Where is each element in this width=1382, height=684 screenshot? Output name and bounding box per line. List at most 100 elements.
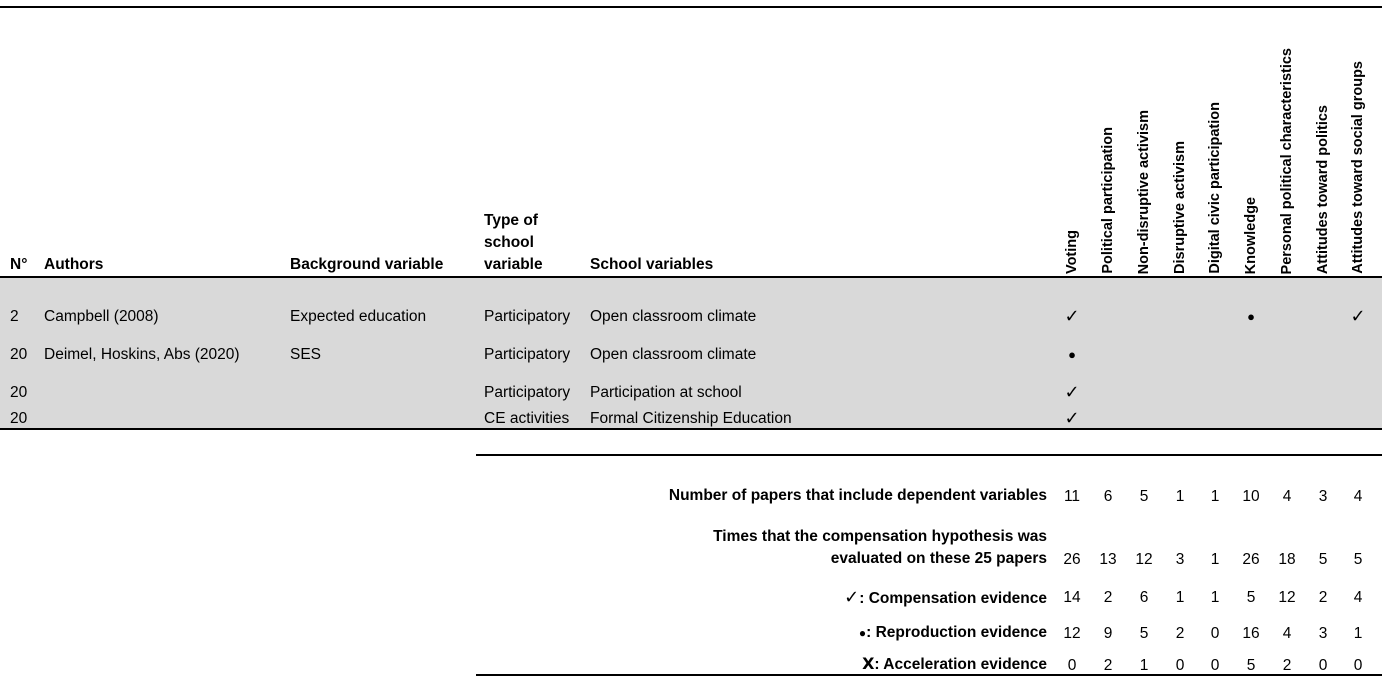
outcome-header: Knowledge bbox=[1243, 196, 1259, 274]
row-type: Participatory bbox=[484, 308, 571, 325]
summary-label-text: : Reproduction evidence bbox=[866, 624, 1047, 641]
summary-value: 5 bbox=[1353, 551, 1363, 568]
header-number: N° bbox=[10, 256, 28, 273]
summary-value: 11 bbox=[1063, 488, 1081, 505]
summary-value: 1 bbox=[1210, 551, 1220, 568]
summary-value: 0 bbox=[1210, 657, 1220, 674]
row-authors: Deimel, Hoskins, Abs (2020) bbox=[44, 346, 240, 363]
row-number: 20 bbox=[10, 410, 28, 427]
summary-value: 2 bbox=[1318, 589, 1328, 606]
summary-value: 16 bbox=[1242, 625, 1260, 642]
summary-value: 2 bbox=[1103, 589, 1113, 606]
check-icon: ✓ bbox=[844, 587, 860, 607]
summary-value: 6 bbox=[1139, 589, 1149, 606]
summary-value: 13 bbox=[1099, 551, 1117, 568]
summary-value: 14 bbox=[1063, 589, 1081, 606]
summary-label-text: : Acceleration evidence bbox=[874, 656, 1047, 673]
check-icon: ✓ bbox=[1350, 306, 1366, 326]
dot-icon: ● bbox=[858, 626, 867, 640]
check-icon: ✓ bbox=[1064, 382, 1080, 402]
header-background-variable: Background variable bbox=[290, 256, 444, 273]
header-authors: Authors bbox=[44, 256, 104, 273]
summary-value: 4 bbox=[1353, 589, 1363, 606]
summary-bottom-rule bbox=[476, 674, 1382, 676]
summary-value: 4 bbox=[1282, 488, 1292, 505]
summary-value: 2 bbox=[1103, 657, 1113, 674]
outcome-header: Non-disruptive activism bbox=[1136, 109, 1152, 274]
table-body-band bbox=[0, 278, 1382, 428]
summary-value: 0 bbox=[1318, 657, 1328, 674]
summary-value: 12 bbox=[1135, 551, 1153, 568]
summary-value: 3 bbox=[1318, 488, 1328, 505]
row-school-variable: Formal Citizenship Education bbox=[590, 410, 792, 427]
summary-value: 3 bbox=[1175, 551, 1185, 568]
summary-value: 5 bbox=[1246, 589, 1256, 606]
summary-label: Ⅹ: Acceleration evidence bbox=[862, 654, 1047, 676]
summary-value: 5 bbox=[1139, 488, 1149, 505]
summary-label: Times that the compensation hypothesis w… bbox=[713, 528, 1047, 545]
summary-value: 5 bbox=[1246, 657, 1256, 674]
outcome-header: Attitudes toward social groups bbox=[1350, 61, 1366, 274]
summary-value: 1 bbox=[1353, 625, 1363, 642]
header-type-line3: variable bbox=[484, 256, 543, 273]
summary-label: ✓: Compensation evidence bbox=[844, 586, 1047, 610]
row-authors: Campbell (2008) bbox=[44, 308, 159, 325]
header-bottom-rule bbox=[0, 276, 1382, 278]
table-top-rule bbox=[0, 6, 1382, 8]
row-background-variable: Expected education bbox=[290, 308, 427, 325]
check-icon: ✓ bbox=[1064, 306, 1080, 326]
header-type-line1: Type of bbox=[484, 212, 538, 229]
dot-icon: ● bbox=[1068, 347, 1076, 362]
outcome-header: Personal political characteristics bbox=[1279, 47, 1295, 274]
summary-value: 10 bbox=[1242, 488, 1260, 505]
row-school-variable: Participation at school bbox=[590, 384, 742, 401]
header-school-variables: School variables bbox=[590, 256, 714, 273]
row-type: CE activities bbox=[484, 410, 570, 427]
summary-value: 1 bbox=[1175, 488, 1185, 505]
outcome-header: Political participation bbox=[1100, 127, 1116, 274]
summary-value: 1 bbox=[1210, 589, 1220, 606]
table-bottom-rule bbox=[0, 428, 1382, 430]
row-background-variable: SES bbox=[290, 346, 322, 363]
outcome-header: Voting bbox=[1064, 229, 1080, 274]
row-number: 2 bbox=[10, 308, 19, 325]
summary-label: Number of papers that include dependent … bbox=[668, 487, 1047, 504]
row-type: Participatory bbox=[484, 346, 571, 363]
summary-value: 26 bbox=[1242, 551, 1260, 568]
summary-value: 0 bbox=[1067, 657, 1077, 674]
header-type-line2: school bbox=[484, 234, 534, 251]
row-type: Participatory bbox=[484, 384, 571, 401]
summary-top-rule bbox=[476, 454, 1382, 456]
summary-value: 12 bbox=[1278, 589, 1296, 606]
summary-value: 2 bbox=[1282, 657, 1292, 674]
summary-value: 5 bbox=[1318, 551, 1328, 568]
row-school-variable: Open classroom climate bbox=[590, 346, 757, 363]
summary-value: 1 bbox=[1175, 589, 1185, 606]
summary-value: 9 bbox=[1103, 625, 1113, 642]
summary-value: 1 bbox=[1210, 488, 1220, 505]
outcome-header: Disruptive activism bbox=[1172, 141, 1188, 274]
summary-value: 0 bbox=[1210, 625, 1220, 642]
summary-label-text: : Compensation evidence bbox=[859, 590, 1047, 607]
summary-value: 4 bbox=[1353, 488, 1363, 505]
summary-value: 26 bbox=[1063, 551, 1081, 568]
summary-value: 3 bbox=[1318, 625, 1328, 642]
row-school-variable: Open classroom climate bbox=[590, 308, 757, 325]
row-number: 20 bbox=[10, 346, 28, 363]
summary-value: 5 bbox=[1139, 625, 1149, 642]
summary-value: 18 bbox=[1278, 551, 1296, 568]
summary-value: 6 bbox=[1103, 488, 1113, 505]
outcome-header: Attitudes toward politics bbox=[1315, 104, 1331, 274]
dot-icon: ● bbox=[1247, 309, 1255, 324]
summary-value: 0 bbox=[1175, 657, 1185, 674]
row-number: 20 bbox=[10, 384, 28, 401]
summary-value: 1 bbox=[1139, 657, 1149, 674]
summary-value: 4 bbox=[1282, 625, 1292, 642]
check-icon: ✓ bbox=[1064, 408, 1080, 428]
summary-value: 0 bbox=[1353, 657, 1363, 674]
summary-value: 12 bbox=[1063, 625, 1081, 642]
summary-label: ●: Reproduction evidence bbox=[859, 622, 1047, 644]
summary-label: evaluated on these 25 papers bbox=[830, 550, 1047, 567]
cross-icon: Ⅹ bbox=[862, 656, 875, 673]
outcome-header: Digital civic participation bbox=[1207, 102, 1223, 274]
